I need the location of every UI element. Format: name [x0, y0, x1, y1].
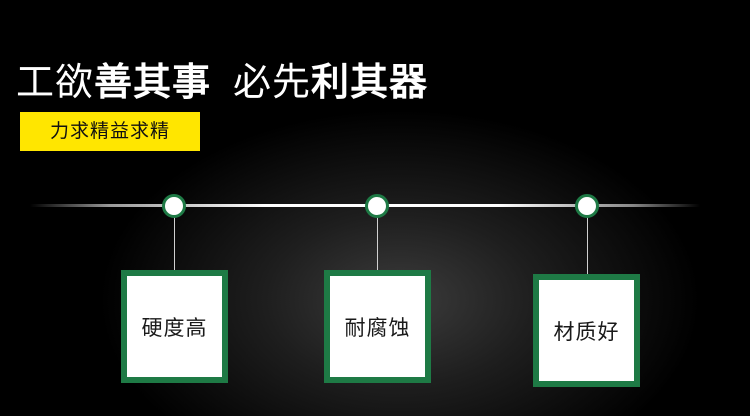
pin-icon-1	[162, 194, 186, 218]
feature-card-3: 材质好	[533, 274, 640, 387]
hanger-string-1	[174, 212, 175, 274]
headline: 工欲善其事必先利其器	[16, 58, 428, 106]
headline-part2-bold: 利其器	[311, 60, 429, 104]
headline-part1-light: 工欲	[16, 60, 95, 104]
feature-card-1: 硬度高	[121, 270, 228, 383]
feature-card-1-label: 硬度高	[141, 315, 208, 340]
headline-part1-bold: 善其事	[94, 60, 212, 104]
tagline-badge: 力求精益求精	[20, 112, 200, 151]
pin-icon-3	[575, 194, 599, 218]
feature-card-2-label: 耐腐蚀	[344, 315, 411, 340]
hanger-string-3	[587, 212, 588, 278]
feature-card-2: 耐腐蚀	[324, 270, 431, 383]
headline-part2-light: 必先	[233, 60, 312, 104]
hanger-string-2	[377, 212, 378, 274]
feature-card-3-label: 材质好	[553, 319, 620, 344]
pin-icon-2	[365, 194, 389, 218]
